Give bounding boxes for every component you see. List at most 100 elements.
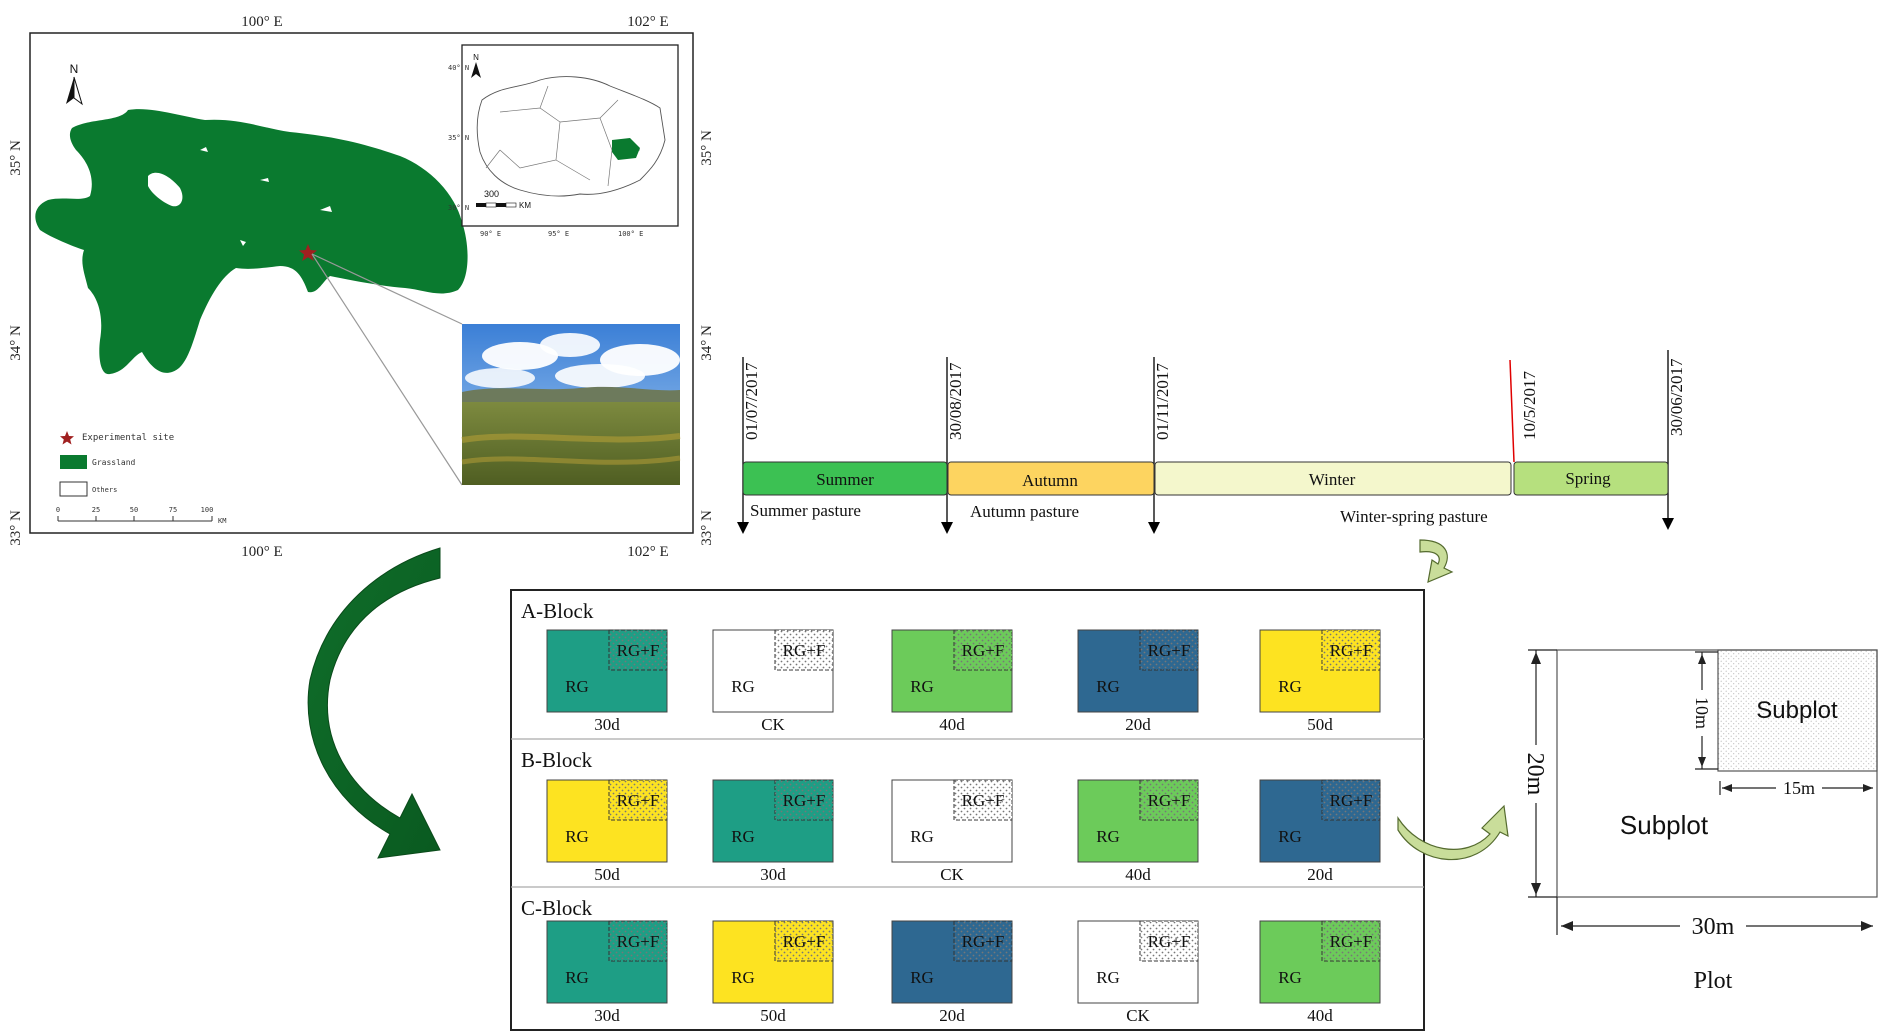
legend-grassland-label: Grassland (92, 458, 136, 467)
big-curved-arrow-icon (307, 547, 441, 859)
scalebar-100: 100 (201, 506, 214, 514)
plot-rg-label: RG (731, 827, 755, 846)
dim-15m-label: 15m (1783, 778, 1815, 798)
plot-rgf-dots (775, 921, 833, 961)
lon-label-100-bottom: 100° E (241, 544, 282, 560)
plot-rgf-label: RG+F (962, 932, 1005, 951)
treatment-plot: RG+F RG 20d (1077, 629, 1199, 734)
lat-label-34-left: 34° N (8, 325, 24, 361)
plot-rgf-label: RG+F (1148, 641, 1191, 660)
scalebar-50: 50 (130, 506, 138, 514)
lon-label-102-bottom: 102° E (627, 544, 668, 560)
lat-label-33-left: 33° N (8, 510, 24, 546)
plot-treatment-label: 40d (1125, 865, 1151, 884)
plot-rgf-label: RG+F (783, 932, 826, 951)
pasture-autumn-label: Autumn pasture (970, 502, 1079, 521)
dim-30m-label: 30m (1692, 914, 1735, 940)
date-marker-3: 01/11/2017 (1148, 357, 1172, 534)
inset-lon-95: 95° E (548, 230, 569, 238)
plot-rg-label: RG (1278, 827, 1302, 846)
plot-rg-label: RG (910, 827, 934, 846)
date-label-3: 01/11/2017 (1153, 363, 1172, 440)
plot-rgf-label: RG+F (962, 791, 1005, 810)
plot-treatment-label: 40d (1307, 1006, 1333, 1025)
plot-layout: Subplot Subplot 20m 10m 15m 30m Plot (1520, 649, 1878, 994)
plot-rgf-dots (609, 780, 667, 820)
plot-treatment-label: CK (940, 865, 964, 884)
plot-rgf-dots (1322, 630, 1380, 670)
timeline-to-blocks-arrow-icon (1419, 539, 1454, 583)
inset-scale-unit: KM (519, 201, 531, 210)
season-autumn-label: Autumn (1022, 471, 1078, 490)
plot-rg-label: RG (565, 827, 589, 846)
plot-treatment-label: 30d (594, 715, 620, 734)
plot-rgf-dots (609, 921, 667, 961)
scalebar-unit: KM (218, 517, 226, 525)
plot-rgf-dots (954, 630, 1012, 670)
plot-rg-label: RG (1278, 677, 1302, 696)
plot-treatment-label: 30d (760, 865, 786, 884)
inset-lon-90: 90° E (480, 230, 501, 238)
lon-label-100-top: 100° E (241, 14, 282, 30)
plot-treatment-label: 20d (1125, 715, 1151, 734)
map-legend: Experimental site Grassland Others (59, 431, 174, 497)
inset-map: 40° N 35° N 30° N 90° E 95° E 100° E N 3… (448, 44, 679, 238)
plot-rgf-label: RG+F (1148, 932, 1191, 951)
lon-label-102-top: 102° E (627, 14, 668, 30)
plot-treatment-label: 40d (939, 715, 965, 734)
plot-rg-label: RG (1096, 827, 1120, 846)
block-title: B-Block (521, 748, 593, 772)
north-arrow-icon: N (66, 62, 83, 106)
plot-rg-label: RG (910, 968, 934, 987)
date-label-4: 10/5/2017 (1520, 371, 1539, 440)
block-title: C-Block (521, 896, 593, 920)
plot-rgf-dots (1322, 780, 1380, 820)
plot-treatment-label: CK (1126, 1006, 1150, 1025)
plot-rgf-label: RG+F (1330, 791, 1373, 810)
map-panel: 100° E 102° E 100° E 102° E 35° N 34° N … (8, 14, 715, 560)
grazing-timeline: 01/07/2017 30/08/2017 01/11/2017 10/5/20… (737, 350, 1686, 534)
legend-site-star-icon (60, 431, 74, 445)
plot-treatment-label: 50d (594, 865, 620, 884)
experimental-blocks-panel: A-BlockRG+FRG30dRG+FRGCKRG+FRG40dRG+FRG2… (510, 589, 1425, 1031)
inset-lat-40: 40° N (448, 64, 469, 72)
inset-lat-35: 35° N (448, 134, 469, 142)
plot-rg-label: RG (565, 968, 589, 987)
plot-rgf-dots (954, 780, 1012, 820)
lat-label-35-left: 35° N (8, 140, 24, 176)
map-scalebar: 0 25 50 75 100 KM (56, 506, 227, 525)
legend-site-label: Experimental site (82, 433, 174, 443)
plot-rgf-label: RG+F (1330, 932, 1373, 951)
subplot-top-label: Subplot (1756, 697, 1838, 724)
inset-lat-30: 30° N (448, 204, 469, 212)
pasture-summer-label: Summer pasture (750, 501, 861, 520)
season-spring-label: Spring (1565, 469, 1611, 488)
plot-treatment-label: 50d (760, 1006, 786, 1025)
date-marker-5: 30/06/2017 (1662, 350, 1686, 530)
season-winter-label: Winter (1309, 470, 1356, 489)
subplot-rect (1717, 649, 1878, 772)
plot-rgf-label: RG+F (1148, 791, 1191, 810)
grassland-region (35, 109, 468, 375)
plot-rg-area (1259, 920, 1381, 1004)
season-autumn: Autumn (947, 461, 1155, 496)
pasture-winter-spring-label: Winter-spring pasture (1340, 507, 1488, 526)
plot-rgf-label: RG+F (783, 641, 826, 660)
plot-rg-label: RG (1096, 677, 1120, 696)
site-photo (461, 324, 681, 485)
dim-10m-label: 10m (1692, 697, 1712, 729)
inset-north-arrow-icon (471, 62, 481, 78)
plot-rg-label: RG (731, 968, 755, 987)
plot-rgf-label: RG+F (783, 791, 826, 810)
season-winter: Winter (1154, 461, 1512, 496)
plot-rg-label: RG (565, 677, 589, 696)
legend-others-swatch (59, 481, 88, 497)
plot-rgf-dots (775, 630, 833, 670)
